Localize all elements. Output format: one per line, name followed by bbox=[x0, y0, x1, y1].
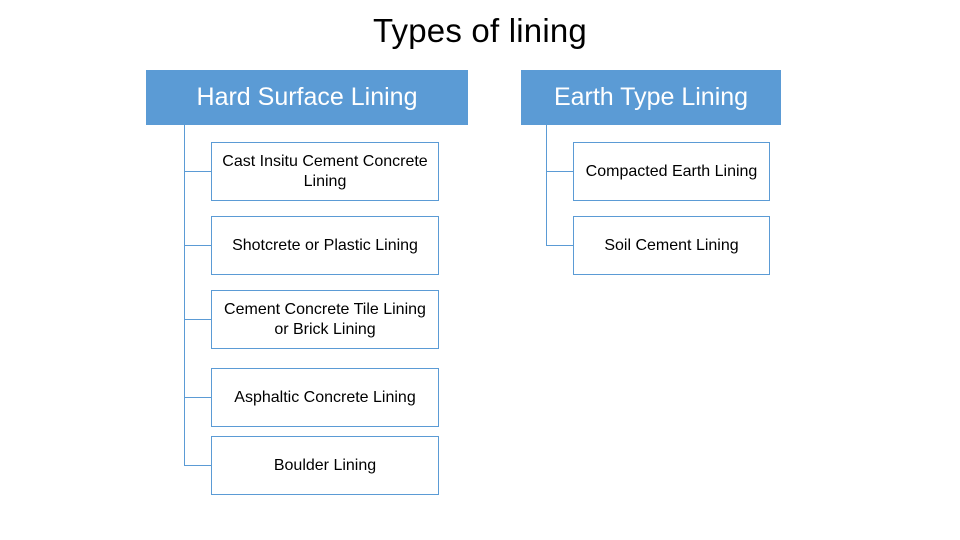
node-boulder-lining[interactable]: Boulder Lining bbox=[211, 436, 439, 495]
connector-horizontal-right-2 bbox=[546, 245, 574, 246]
branch-header-earth-type-lining[interactable]: Earth Type Lining bbox=[521, 70, 781, 125]
node-shotcrete-or-plastic-lining[interactable]: Shotcrete or Plastic Lining bbox=[211, 216, 439, 275]
branch-header-hard-surface-lining[interactable]: Hard Surface Lining bbox=[146, 70, 468, 125]
connector-horizontal-right-1 bbox=[546, 171, 574, 172]
node-cast-insitu-cement-concrete-lining[interactable]: Cast Insitu Cement Concrete Lining bbox=[211, 142, 439, 201]
node-soil-cement-lining[interactable]: Soil Cement Lining bbox=[573, 216, 770, 275]
node-compacted-earth-lining[interactable]: Compacted Earth Lining bbox=[573, 142, 770, 201]
node-cement-concrete-tile-lining-or-brick-lining[interactable]: Cement Concrete Tile Lining or Brick Lin… bbox=[211, 290, 439, 349]
connector-vertical-right bbox=[546, 125, 547, 246]
connector-horizontal-left-5 bbox=[184, 465, 212, 466]
page-title: Types of lining bbox=[373, 12, 587, 49]
connector-horizontal-left-4 bbox=[184, 397, 212, 398]
node-asphaltic-concrete-lining[interactable]: Asphaltic Concrete Lining bbox=[211, 368, 439, 427]
connector-horizontal-left-3 bbox=[184, 319, 212, 320]
connector-horizontal-left-2 bbox=[184, 245, 212, 246]
connector-horizontal-left-1 bbox=[184, 171, 212, 172]
connector-vertical-left bbox=[184, 125, 185, 465]
